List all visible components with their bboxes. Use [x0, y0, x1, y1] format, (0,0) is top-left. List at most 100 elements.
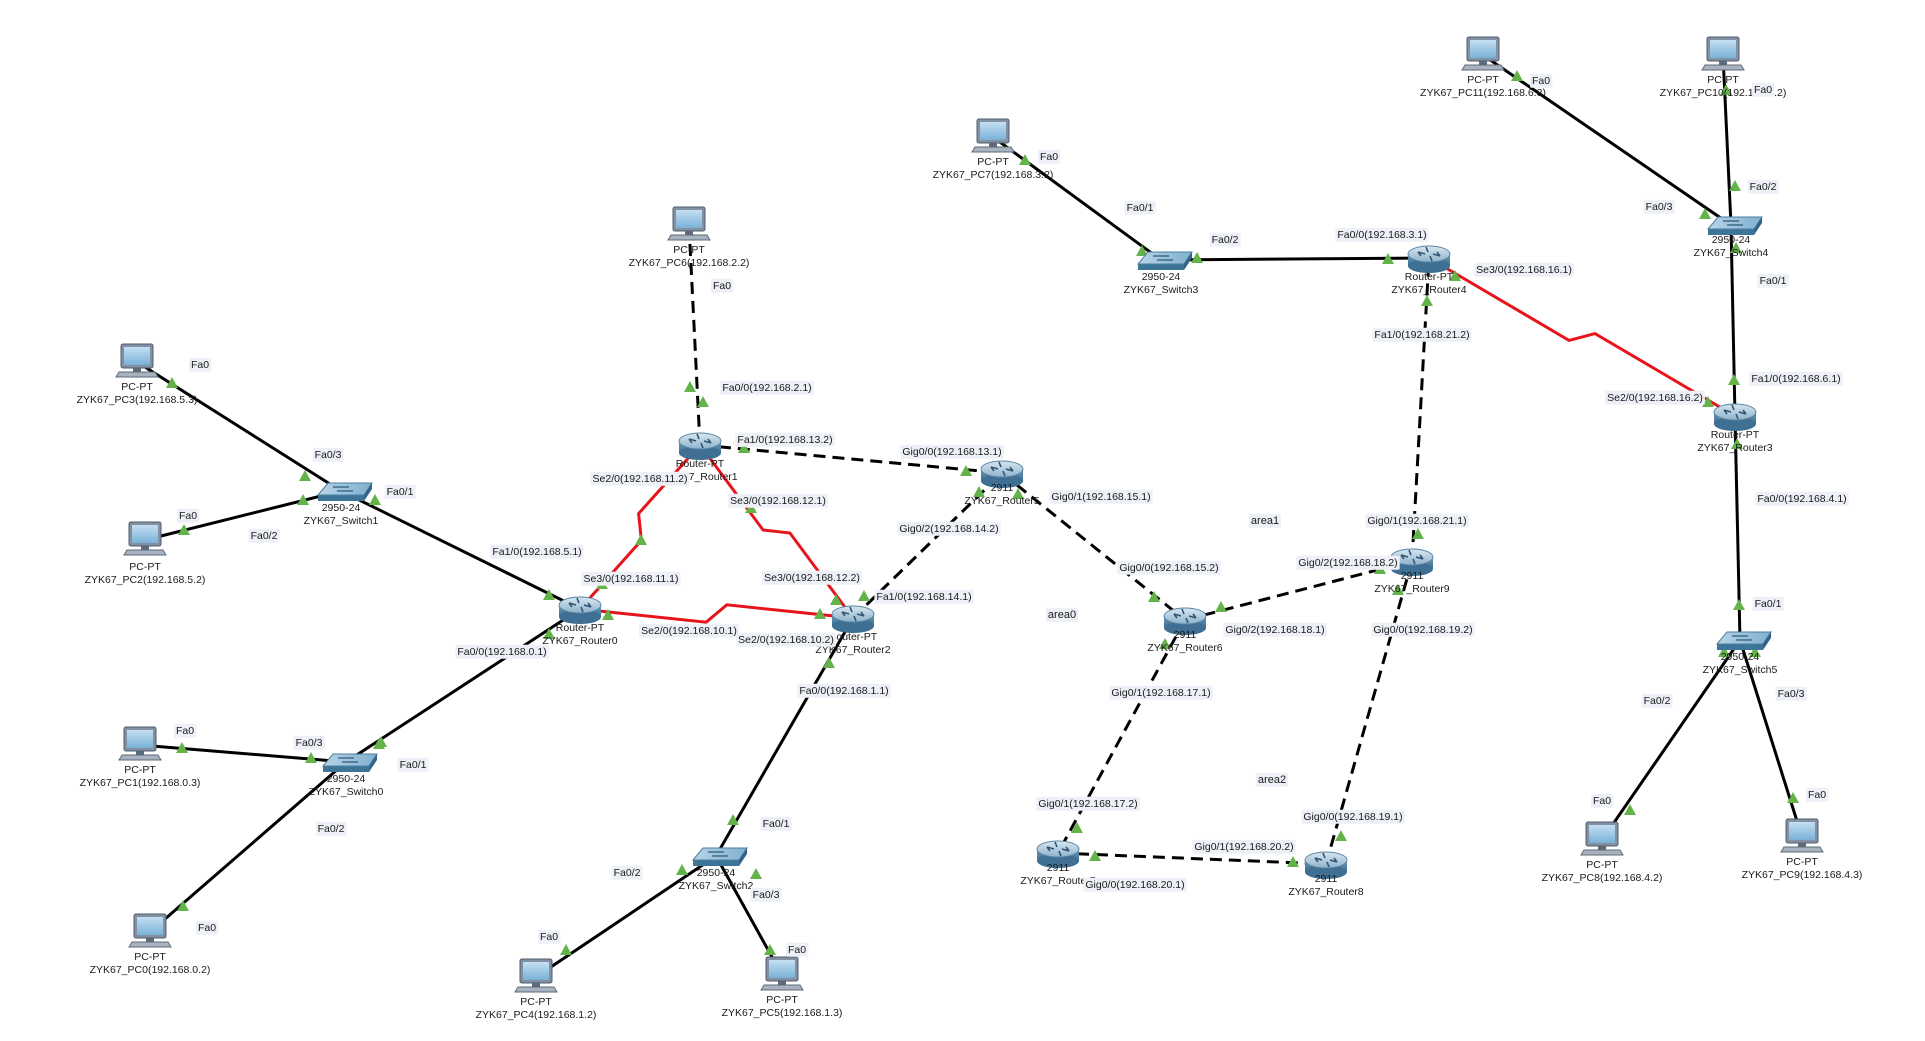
device-name-label: ZYK67_Router7: [1020, 875, 1095, 887]
link-sw5-pc9-port-b-marker: [1787, 792, 1799, 803]
link-sw5-pc9[interactable]: [1738, 639, 1804, 838]
link-sw5-pc8[interactable]: [1600, 639, 1742, 841]
link-pc7-sw3[interactable]: [992, 135, 1162, 262]
link-r1-r5[interactable]: [699, 443, 1003, 475]
link-sw3-r4-a-label: Fa0/2: [1209, 232, 1241, 247]
router-icon: [558, 596, 602, 624]
device-type-label: PC-PT: [1586, 859, 1618, 871]
link-r7-r8[interactable]: [1057, 851, 1327, 866]
link-sw4-r3-a-label: Fa0/1: [1757, 273, 1789, 288]
link-pc3-sw1[interactable]: [136, 360, 342, 493]
switch-icon: [321, 753, 378, 772]
link-pc7-sw3-port-a-marker: [1019, 154, 1031, 165]
device-name-label: ZYK67_Router0: [542, 635, 617, 647]
port-label-text: Fa0/0(192.168.2.1): [722, 382, 811, 394]
port-label-text: Fa0/3: [1646, 201, 1673, 213]
pc-icon: [128, 913, 172, 948]
device-type-label: PC-PT: [129, 561, 161, 573]
link-r3-sw5-port-a-marker: [1731, 438, 1743, 449]
port-label-text: Fa0: [1593, 795, 1611, 807]
link-pc1-sw0-port-a-marker: [176, 742, 188, 753]
port-label-text: Fa0: [191, 359, 209, 371]
link-sw4-r3-b-label: Fa1/0(192.168.6.1): [1749, 371, 1843, 386]
link-sw2-pc5[interactable]: [714, 855, 784, 976]
device-type-label: 2911: [1174, 629, 1197, 641]
port-label-text: Gig0/2(192.168.18.1): [1225, 624, 1324, 636]
link-r6-r7[interactable]: [1056, 619, 1187, 854]
link-sw0-r0-b-label: Fa0/0(192.168.0.1): [455, 644, 549, 659]
link-sw5-pc8-port-b-marker: [1624, 804, 1636, 815]
pc-icon: [1461, 36, 1505, 71]
link-sw1-r0[interactable]: [340, 489, 581, 611]
link-r0-r2[interactable]: [579, 603, 854, 624]
link-r9-r8[interactable]: [1324, 560, 1414, 865]
port-label-text: Fa0/2: [318, 823, 345, 835]
link-pc11-sw4[interactable]: [1482, 53, 1732, 227]
link-sw0-r0-port-a-marker: [375, 736, 387, 747]
link-pc7-sw3-a-label: Fa0: [1038, 149, 1061, 164]
router-icon: [678, 432, 722, 460]
link-r9-r4[interactable]: [1410, 257, 1431, 562]
link-r4-r3-port-a-marker: [1449, 270, 1461, 281]
area-label-area2: area2: [1255, 772, 1288, 787]
device-name-label: ZYK67_PC9(192.168.4.3): [1742, 869, 1863, 881]
device-name-label: ZYK67_Switch2: [679, 880, 754, 892]
link-sw3-r4-b-label: Fa0/0(192.168.3.1): [1335, 227, 1429, 242]
link-r2-sw2[interactable]: [714, 617, 855, 857]
link-sw5-pc8-port-a-marker: [1718, 646, 1730, 657]
link-r4-r3[interactable]: [1428, 256, 1736, 418]
link-r6-r9-a-label: Gig0/2(192.168.18.1): [1223, 622, 1327, 637]
port-label-text: Fa0/2: [614, 867, 641, 879]
device-type-label: PC-PT: [1707, 74, 1739, 86]
link-sw2-pc4[interactable]: [535, 854, 717, 979]
device-name-label: ZYK67_PC1(192.168.0.3): [80, 777, 201, 789]
port-label-text: Se2/0(192.168.16.2): [1607, 392, 1703, 404]
link-r2-r5[interactable]: [851, 471, 1004, 620]
device-name-label: ZYK67_Router3: [1697, 442, 1772, 454]
link-pc10-sw4[interactable]: [1721, 54, 1733, 226]
link-pc3-sw1-a-label: Fa0: [189, 357, 212, 372]
link-pc2-sw1[interactable]: [144, 489, 342, 542]
link-sw3-r4[interactable]: [1160, 256, 1430, 262]
link-r9-r8-port-a-marker: [1392, 584, 1404, 595]
device-name-label: ZYK67_PC6(192.168.2.2): [629, 257, 750, 269]
link-pc2-sw1-a-label: Fa0: [177, 508, 200, 523]
link-sw0-r0[interactable]: [345, 607, 581, 764]
devices-layer: PC-PTZYK67_PC3(192.168.5.3)PC-PTZYK67_PC…: [77, 36, 1863, 1021]
link-r5-r6-a-label: Gig0/1(192.168.15.1): [1049, 489, 1153, 504]
link-pc3-sw1-port-b-marker: [299, 470, 311, 481]
link-r5-r6-b-label: Gig0/0(192.168.15.2): [1117, 560, 1221, 575]
port-label-text: Gig0/0(192.168.19.1): [1303, 811, 1402, 823]
port-label-text: Fa0/2: [1644, 695, 1671, 707]
port-label-text: Gig0/1(192.168.20.2): [1194, 841, 1293, 853]
port-label-text: Fa0/3: [1778, 688, 1805, 700]
link-r3-sw5-b-label: Fa0/1: [1752, 596, 1784, 611]
